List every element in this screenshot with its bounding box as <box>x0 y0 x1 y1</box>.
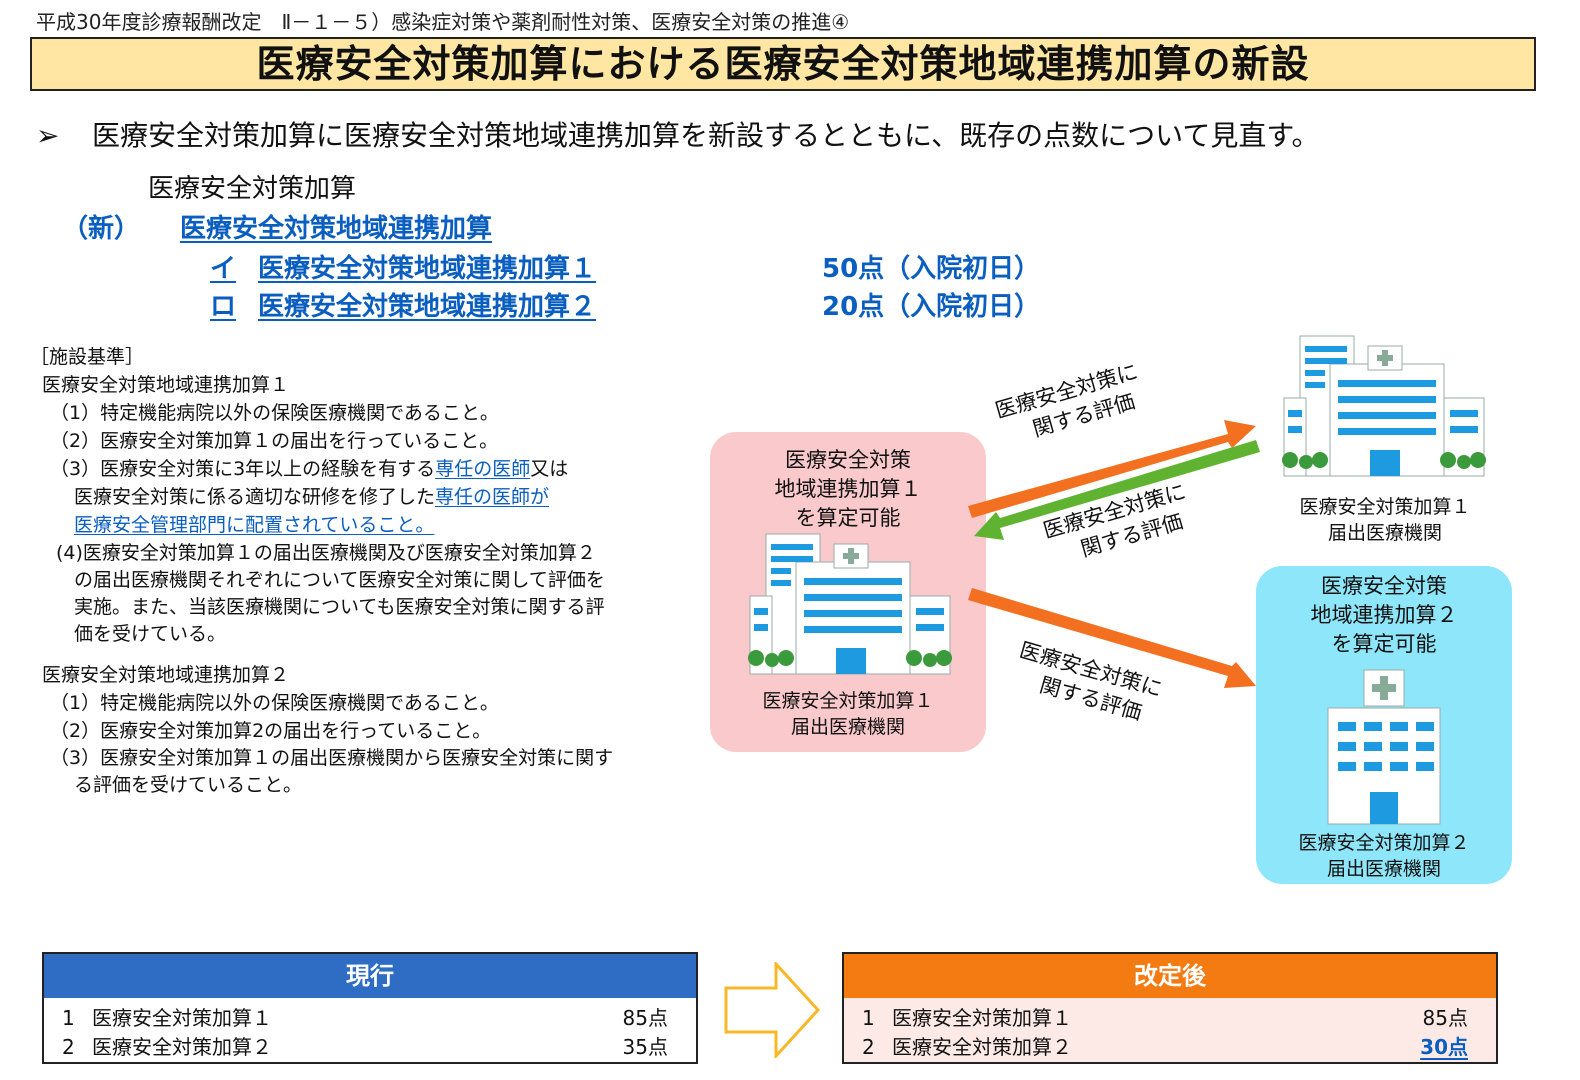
hospital-small-icon <box>1327 669 1441 825</box>
fee-item-points: 20点（入院初日） <box>822 292 1041 322</box>
bullet-arrow-icon: ➢ <box>36 119 60 152</box>
criteria-sec1-line: （2）医療安全対策加算１の届出を行っていること。 <box>50 430 499 452</box>
arrow-bot-orange <box>968 588 1256 688</box>
box-label: 医療安全対策 <box>785 448 911 472</box>
criteria-sec2-line: （2）医療安全対策加算2の届出を行っていること。 <box>50 720 492 742</box>
box-footer: 医療安全対策加算２ <box>1298 832 1470 854</box>
new-fee-name: 医療安全対策地域連携加算 <box>180 214 493 244</box>
arrow-mid-green <box>974 440 1260 540</box>
lead-text: 医療安全対策加算に医療安全対策地域連携加算を新設するとともに、既存の点数について… <box>92 119 1320 152</box>
criteria-heading: ［施設基準］ <box>30 346 145 368</box>
base-fee-name: 医療安全対策加算 <box>148 174 357 204</box>
fee-item-label: イ <box>210 254 237 284</box>
transition-arrow-icon <box>724 962 821 1058</box>
changed-points: 30点 <box>1420 1035 1468 1059</box>
box-footer: 届出医療機関 <box>1326 858 1441 880</box>
box-label: を算定可能 <box>795 506 901 530</box>
criteria-sec1-line: 価を受けている。 <box>74 623 227 645</box>
arrow-top-orange <box>968 420 1256 518</box>
criteria-sec2-line: （1）特定機能病院以外の保険医療機関であること。 <box>50 692 499 714</box>
fee-item-1: イ医療安全対策地域連携加算１ 50点（入院初日） <box>210 248 1048 285</box>
box-label: を算定可能 <box>1331 632 1437 656</box>
fee-item-name: 医療安全対策地域連携加算２ <box>258 292 597 322</box>
criteria-sec1-line: 医療安全対策に係る適切な研修を修了した専任の医師が <box>74 486 550 508</box>
box-label: 地域連携加算１ <box>774 477 922 501</box>
arrows-layer <box>968 420 1260 688</box>
criteria-sec1-line: 実施。また、当該医療機関についても医療安全対策に関する評 <box>74 596 605 618</box>
lead-statement: ➢ 医療安全対策加算に医療安全対策地域連携加算を新設するとともに、既存の点数につい… <box>36 114 1320 154</box>
hospital-large-icon <box>748 533 952 675</box>
criteria-sec2-title: 医療安全対策地域連携加算２ <box>42 664 290 686</box>
criteria-sec2-line: （3）医療安全対策加算１の届出医療機関から医療安全対策に関す <box>50 747 614 769</box>
criteria-sec1-line: の届出医療機関それぞれについて医療安全対策に関して評価を <box>74 569 605 591</box>
fee-item-label: ロ <box>210 292 237 322</box>
top-right-footer: 医療安全対策加算１ <box>1299 496 1471 518</box>
box-footer: 届出医療機関 <box>790 716 905 738</box>
table-header: 現行 <box>44 954 696 998</box>
fee-item-2: ロ医療安全対策地域連携加算２ 20点（入院初日） <box>210 286 1048 323</box>
box-footer: 医療安全対策加算１ <box>762 690 934 712</box>
criteria-sec1-line: （1）特定機能病院以外の保険医療機関であること。 <box>50 402 499 424</box>
table-header: 改定後 <box>844 954 1496 998</box>
center-hospital-box: 医療安全対策 地域連携加算１ を算定可能 医療安全対策加算１ 届出医療機関 <box>710 432 986 752</box>
criteria-sec1-title: 医療安全対策地域連携加算１ <box>42 374 290 396</box>
highlight-text: 医療安全管理部門に配置されていること。 <box>74 514 435 536</box>
box-label: 医療安全対策 <box>1321 574 1447 598</box>
box-label: 地域連携加算２ <box>1310 603 1458 627</box>
highlight-text: 専任の医師 <box>435 458 531 480</box>
new-tag: （新） <box>62 214 141 244</box>
revision-header: 平成30年度診療報酬改定 Ⅱ－１－５）感染症対策や薬剤耐性対策、医療安全対策の推… <box>36 10 850 34</box>
fee-item-name: 医療安全対策地域連携加算１ <box>258 254 597 284</box>
fee-item-points: 50点（入院初日） <box>822 254 1041 284</box>
criteria-sec1-line: (4)医療安全対策加算１の届出医療機関及び医療安全対策加算２ <box>56 542 596 564</box>
criteria-sec1-line: （3）医療安全対策に3年以上の経験を有する専任の医師又は <box>50 458 569 480</box>
top-right-footer: 届出医療機関 <box>1327 522 1442 544</box>
criteria-sec2-line: る評価を受けていること。 <box>74 774 303 796</box>
hospital-large-icon <box>1282 335 1486 477</box>
highlight-text: 専任の医師が <box>435 486 550 508</box>
page-title: 医療安全対策加算における医療安全対策地域連携加算の新設 <box>30 37 1536 91</box>
